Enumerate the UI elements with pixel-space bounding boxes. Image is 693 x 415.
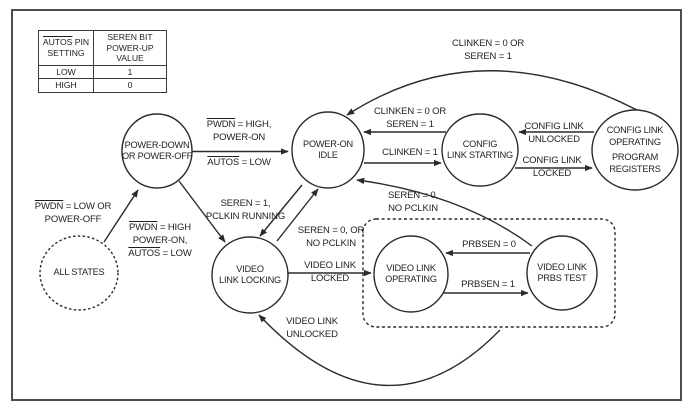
edge-label-pwdn-high-power-on: PWDN = HIGH,POWER-ON [206, 119, 272, 143]
edge-label-seren0-no-pclkin: SEREN = 0,NO PCLKIN [388, 190, 438, 214]
state-circle-video-link-prbs [526, 235, 598, 311]
edge-label-autos-low: AUTOS = LOW [207, 157, 271, 168]
table-cell-value: 1 [93, 64, 167, 79]
edge-label-clinken1: CLINKEN = 1 [382, 147, 438, 158]
state-circle-video-link-operating [373, 235, 449, 313]
edge-label-prbsen0: PRBSEN = 0 [462, 239, 516, 250]
diagram-border [11, 9, 682, 401]
table-cell-value: 0 [93, 78, 167, 93]
state-label-text: ALL STATES [53, 267, 105, 278]
edge-video-group-to-idle [356, 177, 533, 247]
state-label-all-states: ALL STATES [40, 236, 118, 310]
edge-power-down-to-locking [178, 180, 226, 243]
state-circle-power-down [121, 113, 193, 189]
state-circle-power-on-idle [291, 111, 365, 189]
edge-idle-to-locking [259, 184, 303, 237]
edge-label-seren1-pclkin-running: SEREN = 1,PCLKIN RUNNING [205, 198, 286, 222]
state-circle-video-link-locking [211, 236, 289, 314]
edge-all-states-to-power-down [103, 189, 139, 243]
table-cell-setting: LOW [38, 64, 94, 79]
edge-label-prbsen1: PRBSEN = 1 [461, 279, 515, 290]
edge-video-group-to-locking [258, 314, 501, 387]
table-cell-setting: HIGH [38, 78, 94, 93]
state-circle-config-link-operating [591, 109, 679, 191]
edge-config-operating-to-idle [346, 70, 649, 117]
edge-locking-to-idle [276, 188, 319, 242]
state-circle-all-states [39, 235, 119, 311]
state-circle-config-link-starting [441, 113, 519, 187]
table-row: HIGH 0 [38, 78, 167, 93]
table-row: LOW 1 [38, 64, 167, 79]
